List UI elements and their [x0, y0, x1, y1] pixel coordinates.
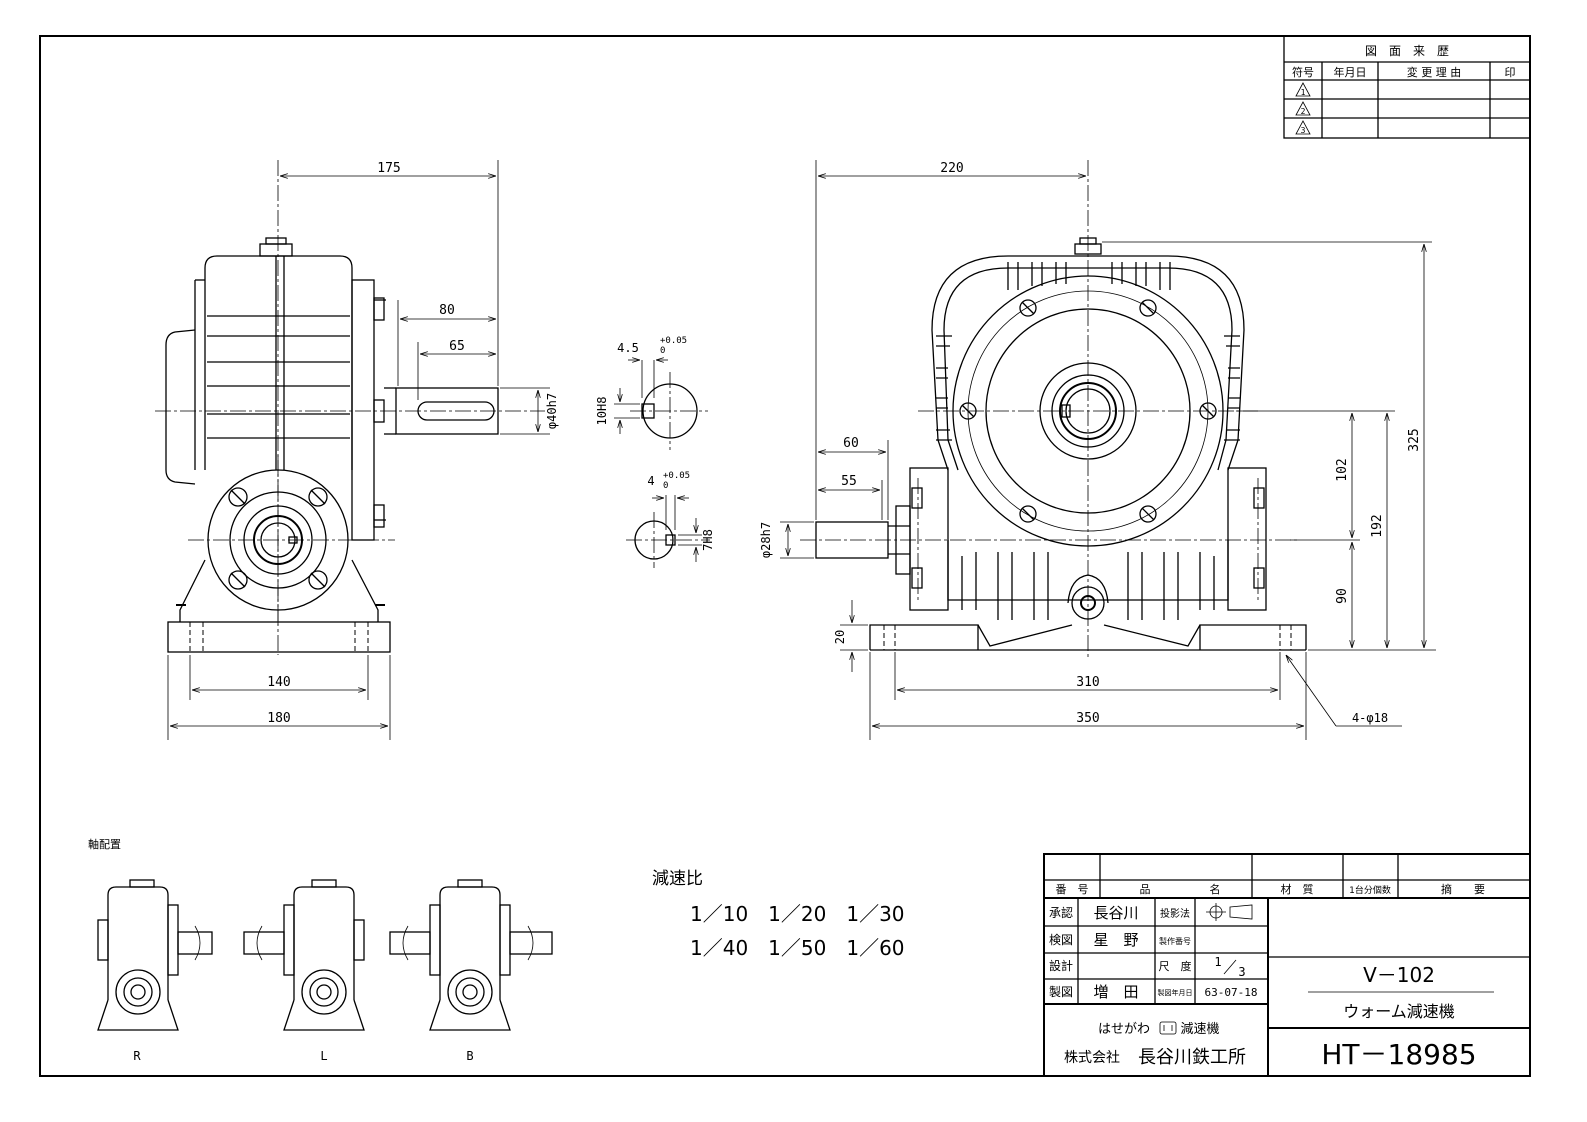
- revision-header-seal: 印: [1505, 66, 1516, 79]
- dim-325: 325: [1407, 428, 1422, 451]
- reduction-ratio-title: 減速比: [652, 869, 703, 889]
- arrangement-l: L: [243, 879, 365, 1063]
- key-b-width: 4: [647, 474, 654, 488]
- front-view: [800, 160, 1307, 660]
- col-number: 番 号: [1056, 883, 1089, 896]
- company-prefix: 株式会社: [1064, 1050, 1120, 1066]
- key-b-tol: +0.05: [663, 471, 690, 481]
- dim-350: 350: [1076, 711, 1099, 726]
- title-block: 番 号 品 名 材 質 1台分個数 摘 要 承認 長谷川 投影法 検図 星 野 …: [1043, 853, 1531, 1077]
- dim-d40h7: φ40h7: [545, 393, 559, 429]
- model-name: V－102: [1363, 963, 1435, 987]
- drawn-by: 増 田: [1093, 983, 1138, 1001]
- shaft-arrangement: 軸配置 R L: [88, 837, 553, 1063]
- col-name-b: 名: [1210, 882, 1221, 896]
- dim-102: 102: [1335, 458, 1350, 481]
- revision-triangle-icon: 1: [1295, 82, 1311, 97]
- revision-header-date: 年月日: [1334, 65, 1367, 79]
- key-a-width: 4.5: [617, 341, 639, 355]
- revision-triangle-icon: 3: [1295, 120, 1311, 135]
- label-drawing-date: 製図年月日: [1158, 988, 1193, 997]
- dim-90: 90: [1335, 588, 1350, 604]
- scale-value: 1 3: [1214, 955, 1245, 979]
- label-design: 設計: [1049, 958, 1073, 973]
- revision-header-reason: 変 更 理 由: [1407, 65, 1462, 79]
- reduction-ratio: 減速比 1／10 1／20 1／30 1／40 1／50 1／60: [652, 869, 905, 960]
- drawing-date: 63-07-18: [1205, 986, 1258, 999]
- label-drawn: 製図: [1049, 985, 1073, 999]
- sheet-border: [39, 35, 1531, 1077]
- side-view-dimensions: 175 80 65 φ40h7 140 180: [167, 160, 559, 740]
- key-a-tol: +0.05: [660, 336, 687, 346]
- dim-220: 220: [940, 161, 963, 176]
- arrangement-label-r: R: [133, 1049, 141, 1063]
- svg-text:3: 3: [1238, 965, 1245, 979]
- brand-name: はせがわ: [1098, 1022, 1150, 1037]
- drawing-number: HT－18985: [1321, 1038, 1476, 1071]
- revision-table: 図 面 来 歴 符号 年月日 変 更 理 由 印 1 2 3: [1283, 35, 1531, 139]
- col-material: 材 質: [1281, 882, 1314, 896]
- dim-192: 192: [1370, 514, 1385, 537]
- col-quantity: 1台分個数: [1349, 884, 1391, 896]
- key-a-height: 10H8: [595, 397, 609, 426]
- svg-text:3: 3: [1301, 126, 1306, 135]
- reduction-ratio-row-1: 1／10 1／20 1／30: [690, 902, 905, 926]
- label-projection: 投影法: [1160, 907, 1190, 920]
- dim-180: 180: [267, 711, 290, 726]
- arrangement-r: R: [97, 879, 213, 1063]
- checked-by: 星 野: [1093, 931, 1138, 949]
- arrangement-label-l: L: [320, 1049, 327, 1063]
- key-b-tol0: 0: [663, 481, 668, 491]
- dim-80: 80: [439, 303, 455, 318]
- projection-symbol-icon: [1206, 903, 1253, 921]
- dim-d28h7: φ28h7: [759, 522, 773, 558]
- reduction-ratio-row-2: 1／40 1／50 1／60: [690, 936, 905, 960]
- dim-60: 60: [843, 436, 859, 451]
- brand-suffix: 減速機: [1180, 1021, 1219, 1037]
- label-approved: 承認: [1049, 905, 1073, 920]
- key-a-tol0: 0: [660, 346, 665, 356]
- keyway-section-b: 4 +0.05 0 7H8: [626, 471, 715, 568]
- shaft-arrangement-title: 軸配置: [88, 837, 121, 851]
- brand-logo-icon: [1159, 1021, 1177, 1035]
- company-name: 長谷川鉄工所: [1138, 1047, 1246, 1068]
- dim-mounting-holes: 4-φ18: [1352, 711, 1388, 725]
- revision-triangle-icon: 2: [1295, 101, 1311, 116]
- revision-header-symbol: 符号: [1292, 66, 1314, 79]
- dim-20: 20: [833, 630, 847, 644]
- svg-text:2: 2: [1301, 107, 1306, 116]
- label-part-number: 製作番号: [1159, 936, 1191, 946]
- svg-text:1: 1: [1214, 955, 1221, 969]
- svg-text:1: 1: [1301, 88, 1306, 97]
- keyway-section-a: 4.5 +0.05 0 10H8: [595, 336, 708, 450]
- label-scale: 尺 度: [1159, 959, 1192, 973]
- arrangement-label-b: B: [466, 1049, 473, 1063]
- dim-55: 55: [841, 474, 857, 489]
- front-view-dimensions: 220 60 55 φ28h7 20 310 350 102 90: [759, 160, 1436, 740]
- label-checked: 検図: [1049, 933, 1073, 947]
- dim-140: 140: [267, 675, 290, 690]
- dim-175: 175: [377, 161, 400, 176]
- revision-table-title: 図 面 来 歴: [1365, 44, 1449, 58]
- key-b-height: 7H8: [701, 529, 715, 551]
- col-remarks: 摘 要: [1441, 882, 1485, 896]
- dim-310: 310: [1076, 675, 1099, 690]
- col-name-a: 品: [1140, 883, 1151, 896]
- dim-65: 65: [449, 339, 465, 354]
- approved-by: 長谷川: [1093, 904, 1138, 922]
- side-view: [155, 160, 545, 655]
- arrangement-b: B: [389, 879, 553, 1063]
- product-name: ウォーム減速機: [1343, 1002, 1455, 1021]
